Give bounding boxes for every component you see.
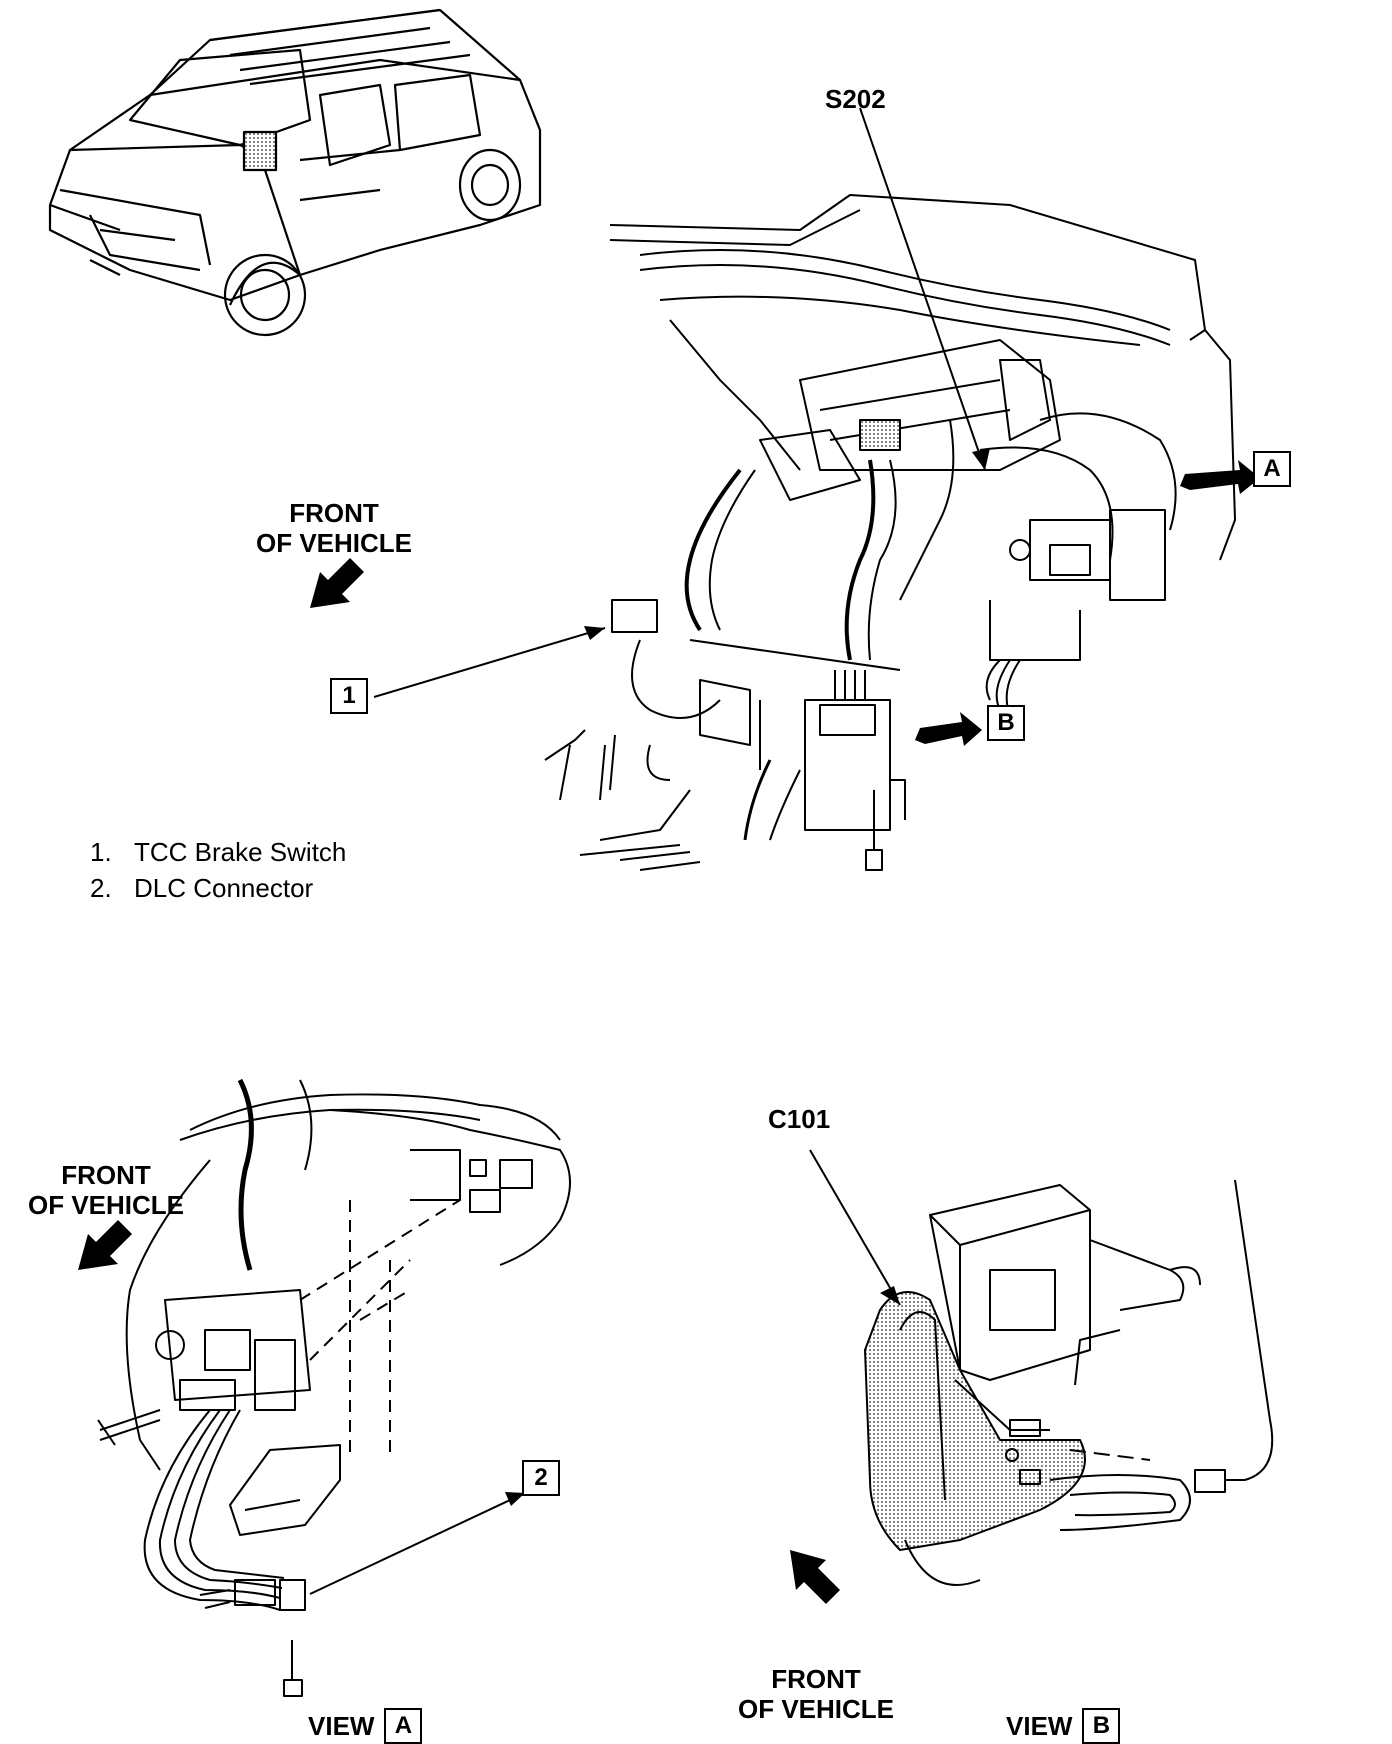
arrowheads (505, 448, 990, 1506)
legend-text: DLC Connector (134, 873, 314, 903)
instrument-panel-harness (544, 194, 1236, 871)
view-a-letter-box: A (384, 1708, 423, 1744)
legend-number: 2. (90, 873, 112, 903)
front-of-vehicle-label: FRONT OF VEHICLE (256, 498, 412, 558)
front-label-line1: FRONT (771, 1664, 861, 1694)
legend-number: 1. (90, 837, 112, 867)
legend-item: 1. TCC Brake Switch (90, 834, 346, 870)
legend-item: 2. DLC Connector (90, 870, 346, 906)
view-b-word: VIEW (1006, 1711, 1073, 1741)
view-b-front-label: FRONT OF VEHICLE (738, 1664, 894, 1724)
view-a-front-label: FRONT OF VEHICLE (28, 1160, 184, 1220)
front-arrow-view-b (790, 1550, 840, 1604)
view-b-detail (864, 1179, 1274, 1586)
front-label-line2: OF VEHICLE (738, 1694, 895, 1724)
view-b-letter-box: B (1082, 1708, 1121, 1744)
view-a-indicator-arrow (1180, 460, 1260, 494)
front-label-line1: FRONT (61, 1160, 151, 1190)
callout-1: 1 (330, 678, 368, 714)
leader-lines (309, 107, 986, 1595)
front-label-line2: OF VEHICLE (256, 528, 413, 558)
callout-2: 2 (522, 1460, 560, 1496)
front-arrow-view-a (78, 1220, 132, 1270)
front-label-line1: FRONT (289, 498, 379, 528)
legend-text: TCC Brake Switch (134, 837, 347, 867)
view-a-detail (97, 1078, 571, 1697)
component-legend: 1. TCC Brake Switch 2. DLC Connector (90, 834, 346, 906)
view-b-indicator-arrow (915, 712, 982, 746)
front-arrow-main (310, 558, 364, 608)
view-b-reference-box: B (987, 705, 1025, 741)
view-b-caption: VIEW B (1006, 1708, 1121, 1744)
van-illustration (48, 8, 542, 337)
view-a-reference-box: A (1253, 451, 1291, 487)
splice-s202-label: S202 (825, 84, 886, 114)
connector-c101-label: C101 (768, 1104, 831, 1134)
view-a-word: VIEW (308, 1711, 375, 1741)
front-label-line2: OF VEHICLE (28, 1190, 185, 1220)
view-a-caption: VIEW A (308, 1708, 423, 1744)
